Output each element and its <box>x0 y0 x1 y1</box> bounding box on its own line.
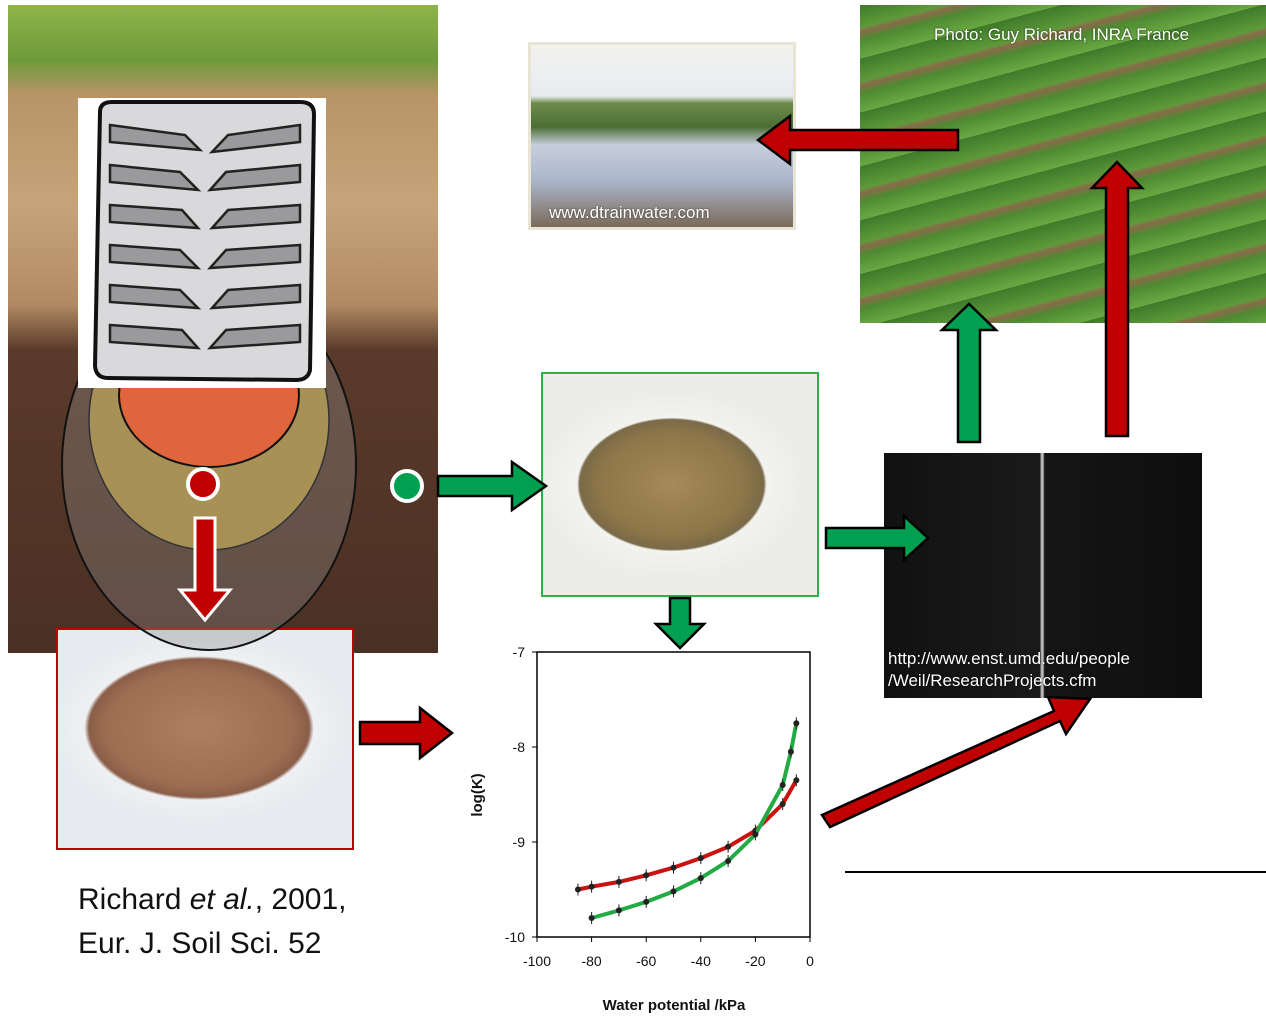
red-arrow-field-to-flood <box>755 113 960 167</box>
citation-line-1: Richard et al., 2001, <box>78 878 347 922</box>
compacted-zone-marker <box>186 467 220 501</box>
citation-et-al: et al. <box>189 883 255 916</box>
x-tick-label: -80 <box>581 953 601 969</box>
y-tick-label: -7 <box>513 644 526 660</box>
chart-xlabel: Water potential /kPa <box>603 997 746 1014</box>
series-line-1 <box>577 779 799 892</box>
y-tick-label: -9 <box>513 834 526 850</box>
tyre-treads <box>108 123 302 350</box>
citation-authors: Richard <box>78 883 190 916</box>
citation-journal: Eur. J. Soil Sci. 52 <box>78 927 322 960</box>
x-tick-label: -20 <box>745 953 765 969</box>
series-line-2 <box>591 722 799 920</box>
green-arrow-zone-to-loose-soil <box>436 459 549 513</box>
y-tick-label: -8 <box>513 739 526 755</box>
y-tick-label: -10 <box>505 929 525 945</box>
green-arrow-roots-to-field <box>938 302 1000 444</box>
loose-soil-photo <box>541 372 819 597</box>
green-arrow-loose-soil-to-chart <box>652 596 708 650</box>
field-photo-credit: Photo: Guy Richard, INRA France <box>934 25 1190 44</box>
potato-field-photo: Photo: Guy Richard, INRA France <box>860 5 1266 323</box>
x-tick-label: -60 <box>636 953 656 969</box>
red-arrow-chart-to-roots <box>820 695 1093 829</box>
x-tick-label: -40 <box>691 953 711 969</box>
chart-ylabel: log(K) <box>469 773 486 816</box>
chart-series <box>574 717 800 924</box>
flooded-field-photo: www.dtrainwater.com <box>528 42 796 230</box>
red-arrow-roots-to-field <box>1089 160 1145 438</box>
chart-ticks: -100 -80 -60 -40 -20 0 -7 -8 -9 -10 <box>505 644 814 969</box>
conductivity-chart: -100 -80 -60 -40 -20 0 -7 -8 -9 -10 Water potenti… <box>469 644 814 1014</box>
loose-zone-marker <box>390 469 424 503</box>
flood-photo-credit: www.dtrainwater.com <box>549 203 710 222</box>
roots-photo: http://www.enst.umd.edu/people /Weil/Res… <box>884 453 1202 698</box>
x-tick-label: -100 <box>523 953 551 969</box>
red-arrow-clod-to-chart <box>358 705 455 761</box>
green-arrow-loose-soil-to-roots <box>824 513 930 563</box>
compacted-clod-photo <box>56 628 354 850</box>
roots-photo-url-line1: http://www.enst.umd.edu/people <box>888 649 1130 668</box>
red-arrow-down-to-clod <box>176 516 234 623</box>
roots-photo-url-line2: /Weil/ResearchProjects.cfm <box>888 671 1097 690</box>
citation-year: , 2001, <box>254 883 347 916</box>
x-tick-label: 0 <box>806 953 814 969</box>
citation: Richard et al., 2001, Eur. J. Soil Sci. … <box>78 878 347 966</box>
